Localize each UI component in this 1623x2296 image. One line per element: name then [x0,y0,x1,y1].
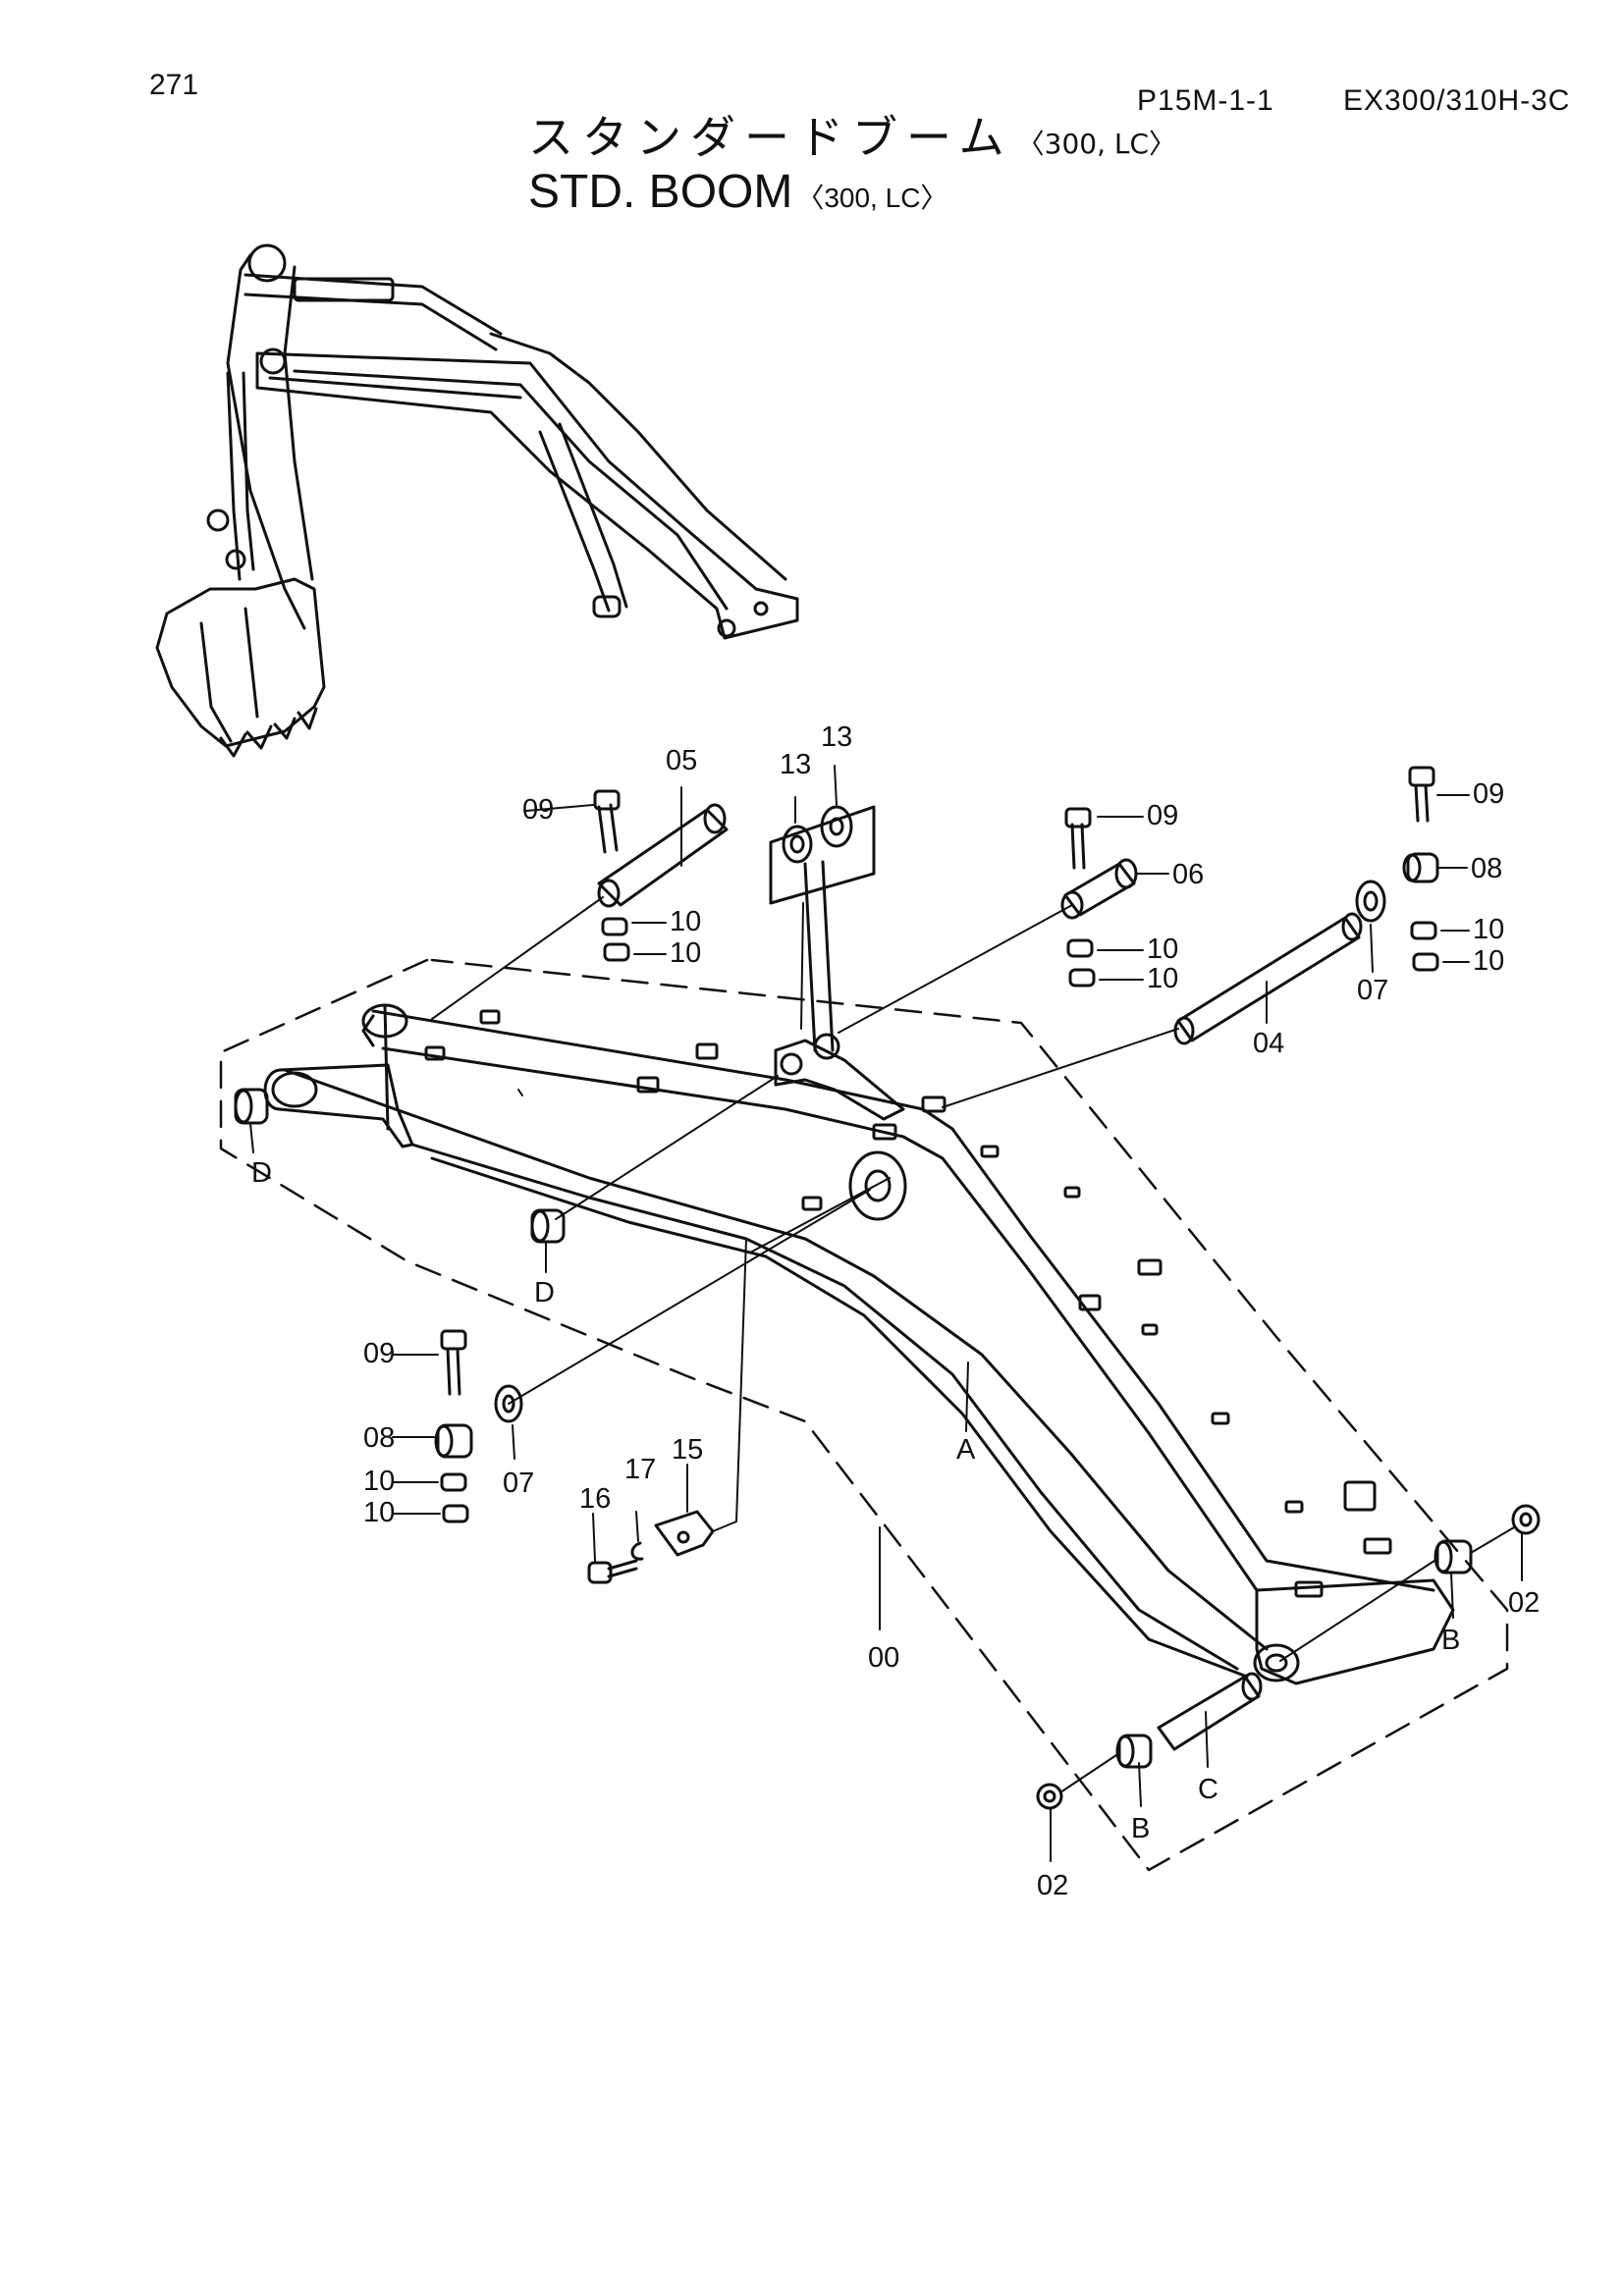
sub-label-A: A [956,1434,976,1466]
title-japanese-text: スタンダードブーム [528,111,1013,164]
part-label-06: 06 [1172,859,1204,890]
part-label-10: 10 [1473,914,1504,945]
boom-assembly-illustration [219,765,1541,1872]
sub-label-D: D [251,1157,272,1189]
sub-label-C: C [1198,1774,1218,1805]
sub-label-B: B [1441,1625,1460,1656]
part-label-09: 09 [363,1338,395,1369]
part-label-09: 09 [1147,800,1178,831]
title-english-variant: 〈300, LC〉 [796,183,948,213]
part-label-10: 10 [1147,934,1178,965]
part-label-17: 17 [624,1454,656,1485]
part-label-10: 10 [1147,963,1178,994]
part-label-08: 08 [363,1422,395,1454]
part-label-13: 13 [780,749,811,780]
part-label-09: 09 [522,794,554,826]
part-label-13: 13 [821,721,852,753]
part-label-10: 10 [670,906,701,937]
part-label-10: 10 [670,937,701,969]
part-label-08: 08 [1471,853,1502,884]
part-label-10: 10 [1473,945,1504,977]
part-label-15: 15 [672,1434,703,1466]
part-label-07: 07 [1357,975,1388,1006]
part-label-10: 10 [363,1497,395,1528]
page-code: P15M-1-1 [1137,84,1274,117]
part-label-16: 16 [579,1483,611,1515]
part-label-02: 02 [1508,1587,1540,1619]
part-label-07: 07 [503,1468,534,1499]
part-label-02: 02 [1037,1870,1068,1901]
sub-label-D: D [534,1277,555,1308]
part-label-04: 04 [1253,1028,1284,1059]
title-english-text: STD. BOOM [528,166,793,218]
title-japanese-variant: 〈300, LC〉 [1016,128,1177,160]
part-label-05: 05 [666,745,697,776]
part-labels: 00 02 02 04 05 06 07 07 08 08 09 09 09 0… [251,721,1540,1901]
page-number: 271 [149,69,199,101]
part-label-09: 09 [1473,778,1504,810]
part-label-10: 10 [363,1466,395,1497]
excavator-overview-illustration [155,243,799,758]
title-japanese: スタンダードブーム〈300, LC〉 [528,102,1176,167]
model-code: EX300/310H-3C [1343,84,1571,117]
title-english: STD. BOOM〈300, LC〉 [528,165,947,219]
part-label-00: 00 [868,1642,899,1674]
sub-label-B: B [1131,1813,1150,1844]
